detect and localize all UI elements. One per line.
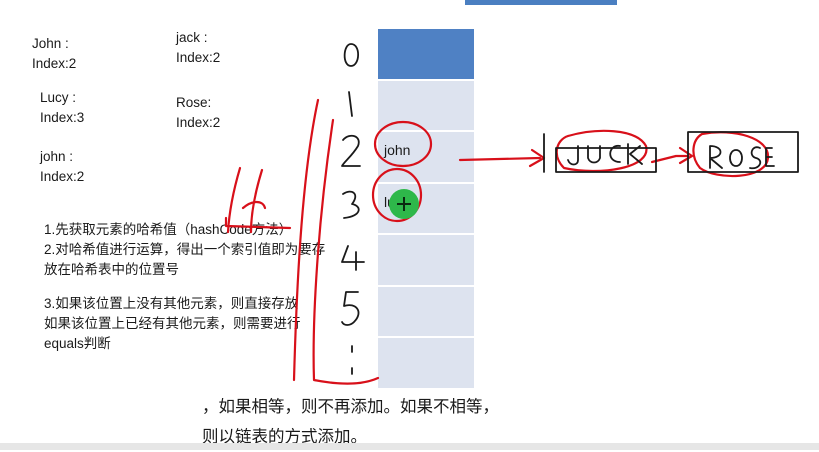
top-accent-bar <box>465 0 617 5</box>
list-node-1 <box>543 133 657 173</box>
entry-john-duplicate: john : Index:2 <box>40 149 85 184</box>
annotation-stroke <box>224 216 292 230</box>
continuation-line-2: 则以链表的方式添加。 <box>202 428 367 446</box>
table-slot-4 <box>378 235 474 287</box>
bottom-bar <box>0 443 819 450</box>
entry-name: john <box>40 149 66 164</box>
list-arrow <box>458 156 542 162</box>
table-slot-0 <box>378 29 474 81</box>
digit-2 <box>341 134 361 167</box>
digit-5 <box>341 291 360 326</box>
entry-index: Index:2 <box>176 50 221 65</box>
lucy-circle <box>371 167 423 223</box>
link-arrow <box>650 154 690 164</box>
step-2: 2.对哈希值进行运算，得出一个索引值即为要存放在哈希表中的位置号 <box>44 242 326 277</box>
digit-0 <box>343 43 360 67</box>
annotation-stroke <box>312 118 380 385</box>
john-circle <box>373 120 433 168</box>
digit-4 <box>341 245 365 271</box>
rose-text <box>709 145 775 170</box>
list-node-2 <box>687 131 799 173</box>
cursor-indicator <box>389 189 419 219</box>
entry-rose: Rose: Index:2 <box>176 93 220 133</box>
entry-name: Lucy <box>40 90 69 105</box>
entry-john: John : Index:2 <box>32 36 77 71</box>
continuation-line-1: ，如果相等，则不再添加。如果不相等， <box>202 398 499 416</box>
juck-text <box>567 143 643 166</box>
entry-index: Index:2 <box>32 56 77 71</box>
entry-index: Index:2 <box>40 169 85 184</box>
digit-3 <box>342 190 360 219</box>
step-3b: 如果该位置上已经有其他元素，则需要进行equals判断 <box>44 316 301 351</box>
entry-lucy: Lucy : Index:3 <box>40 90 85 125</box>
annotation-stroke <box>241 168 267 234</box>
step-3a: 3.如果该位置上没有其他元素，则直接存放 <box>44 296 299 311</box>
rose-circle <box>692 131 770 178</box>
entry-name: jack <box>176 30 201 45</box>
slot-label: john <box>384 142 411 158</box>
annotation-stroke <box>226 166 242 234</box>
table-slot-6 <box>378 338 474 390</box>
table-slot-5 <box>378 286 474 338</box>
link-arrow-head <box>678 146 694 165</box>
entry-name: John <box>32 36 62 51</box>
step-3-continuation: ，如果相等，则不再添加。如果不相等， 则以链表的方式添加。 <box>202 392 499 452</box>
entry-index: Index:2 <box>176 115 221 130</box>
entry-name: Rose: <box>176 95 212 110</box>
entry-jack: jack : Index:2 <box>176 30 221 65</box>
annotation-stroke <box>292 98 320 382</box>
entry-index: Index:3 <box>40 110 85 125</box>
digit-1 <box>348 91 353 117</box>
